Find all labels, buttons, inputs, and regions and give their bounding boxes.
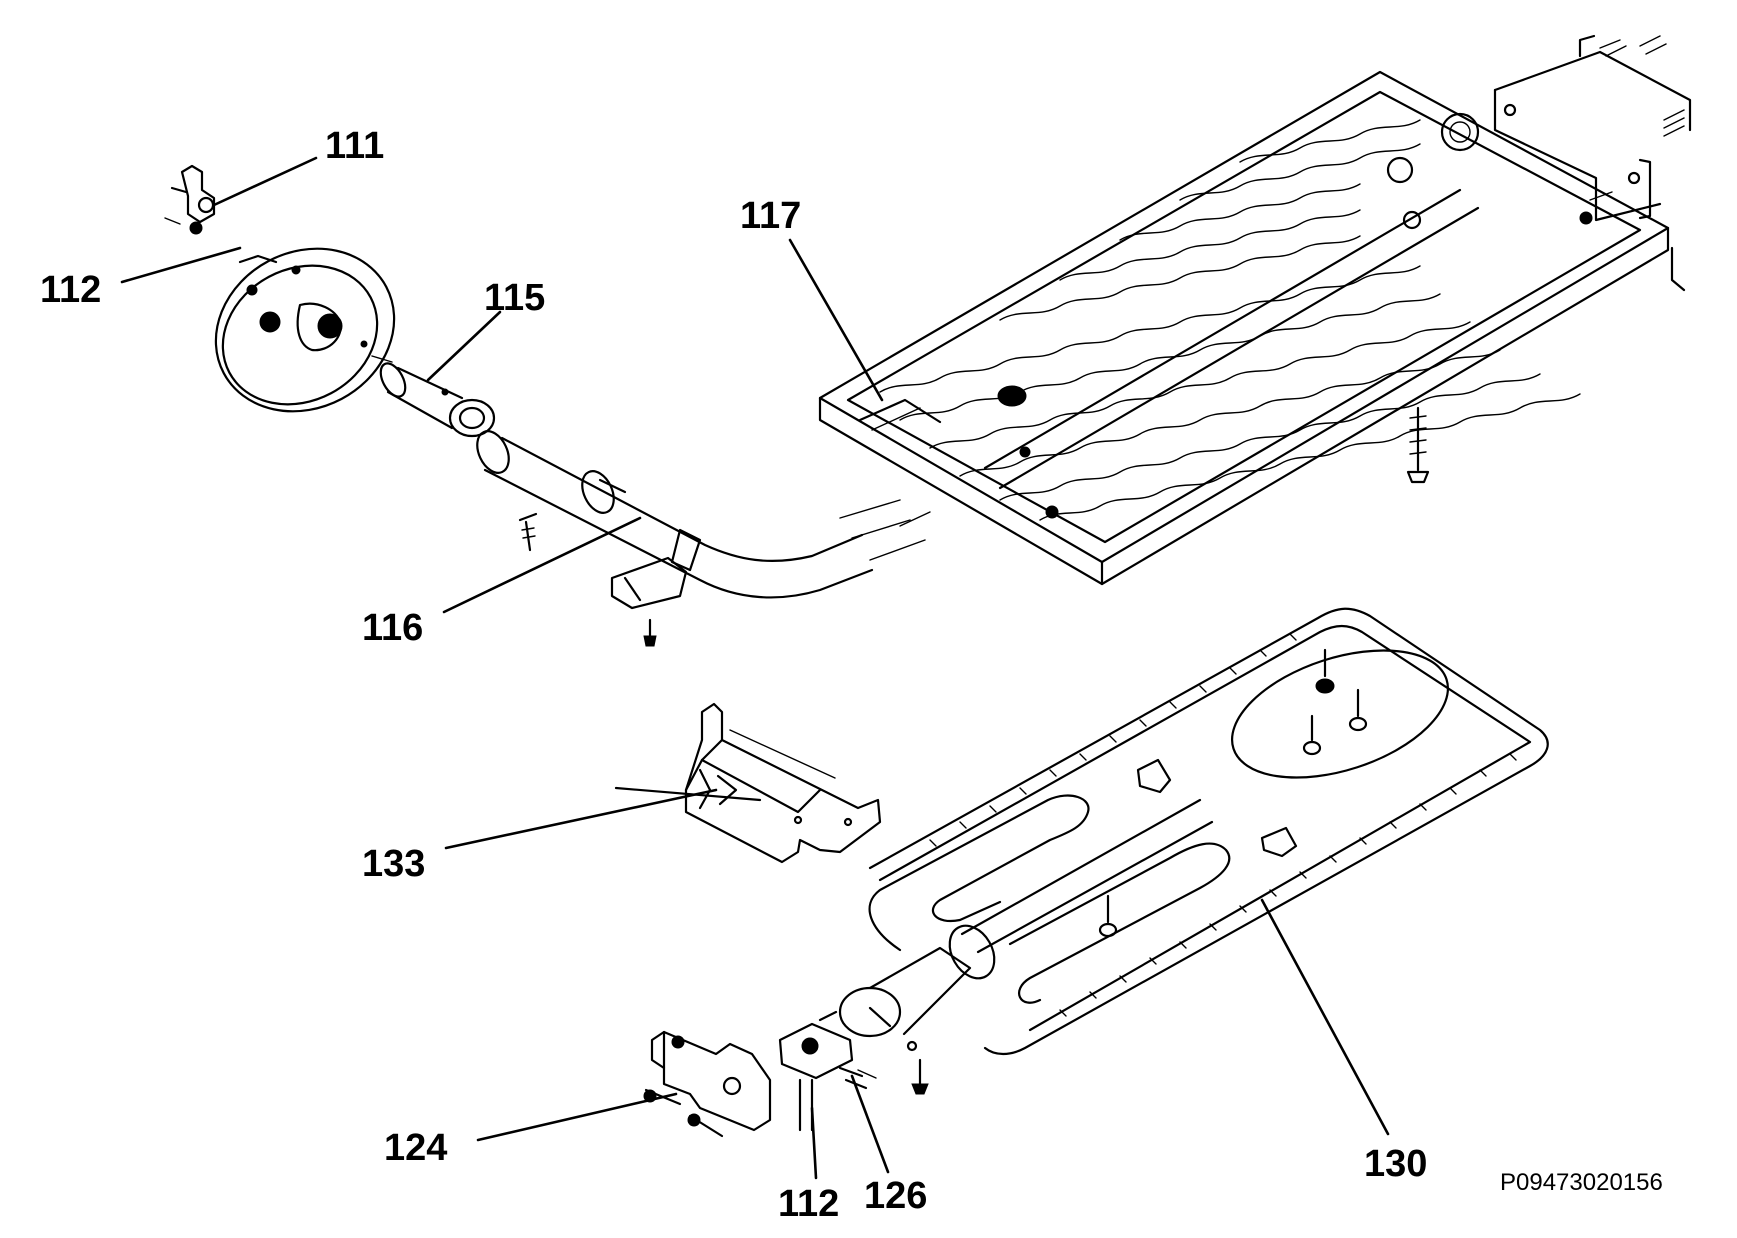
- figure-code: P09473020156: [1500, 1169, 1663, 1196]
- part-mounting-bracket: [1440, 34, 1692, 292]
- callout-numbers: 111 112 115 116 117 133 130 124 112 126: [40, 125, 1427, 1225]
- callout-115: 115: [484, 277, 545, 319]
- callout-124: 124: [384, 1127, 447, 1169]
- leader-117: [788, 238, 884, 402]
- part-126-electrode: [838, 1066, 877, 1090]
- callout-117: 117: [740, 195, 801, 237]
- part-112-igniter: [778, 1010, 854, 1132]
- leader-112-top: [120, 246, 242, 284]
- part-117-radiant-plate: [818, 70, 1670, 586]
- leader-115: [426, 310, 502, 382]
- callout-112-top: 112: [40, 269, 101, 311]
- leader-112-bottom: [810, 1106, 818, 1180]
- leader-116: [442, 516, 642, 614]
- leader-130: [1260, 898, 1390, 1136]
- part-133-bracket: [614, 702, 882, 864]
- part-111-bracket: [164, 164, 216, 235]
- part-124-bracket: [643, 1030, 772, 1138]
- leader-111: [212, 156, 318, 207]
- leader-126: [850, 1074, 890, 1174]
- callout-133: 133: [362, 843, 425, 885]
- leader-124: [476, 1092, 678, 1142]
- part-130-lower-burner: [838, 607, 1549, 1095]
- part-115-venturi: [371, 355, 496, 438]
- part-valve-housing: [214, 247, 396, 413]
- leader-lines: [120, 156, 1390, 1180]
- callout-116: 116: [362, 607, 423, 649]
- leader-133: [444, 788, 718, 850]
- callout-126: 126: [864, 1175, 927, 1217]
- callout-130: 130: [1364, 1143, 1427, 1185]
- callout-112-bottom: 112: [778, 1183, 839, 1225]
- part-116-burner-tube: [476, 430, 931, 647]
- callout-111: 111: [325, 125, 384, 167]
